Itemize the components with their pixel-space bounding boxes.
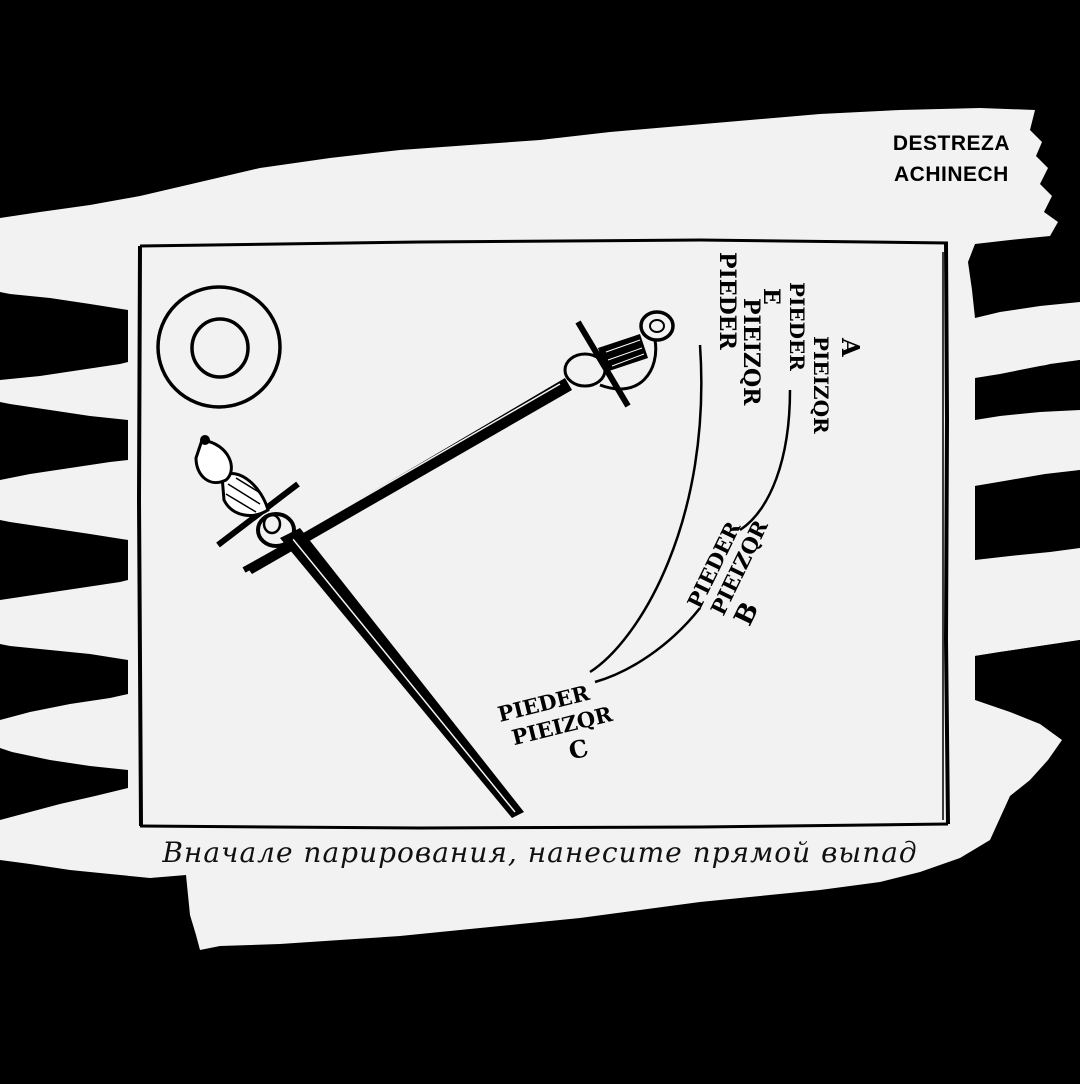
- plate-caption: Вначале парирования, нанесите прямой вып…: [162, 836, 918, 869]
- footwork-arcs: [589, 344, 792, 684]
- label-e-word1: PIEDER: [714, 252, 740, 350]
- label-position-e: PIEDER PIEIZQR E: [714, 252, 784, 406]
- upper-sword: [246, 310, 675, 574]
- target-rings: [156, 285, 282, 409]
- label-a-letter: A: [836, 337, 865, 357]
- lower-sword: [194, 435, 524, 818]
- brand-line-2: ACHINECH: [893, 163, 1009, 186]
- arc-b-to-c: [594, 607, 701, 684]
- paper-brush-stroke: [0, 108, 1080, 960]
- label-a-word1: PIEDER: [785, 282, 809, 371]
- plate-frame: [136, 238, 950, 830]
- label-position-a: PIEDER PIEIZQR A: [785, 282, 865, 434]
- label-e-letter: E: [758, 288, 784, 305]
- label-a-word2: PIEIZQR: [809, 336, 833, 434]
- arc-a-to-b: [739, 389, 792, 532]
- arc-e-to-c: [589, 344, 703, 674]
- brand-mark: DESTREZA ACHINECH: [893, 128, 1010, 190]
- label-e-word2: PIEIZQR: [738, 298, 764, 406]
- brand-line-1: DESTREZA: [892, 132, 1010, 155]
